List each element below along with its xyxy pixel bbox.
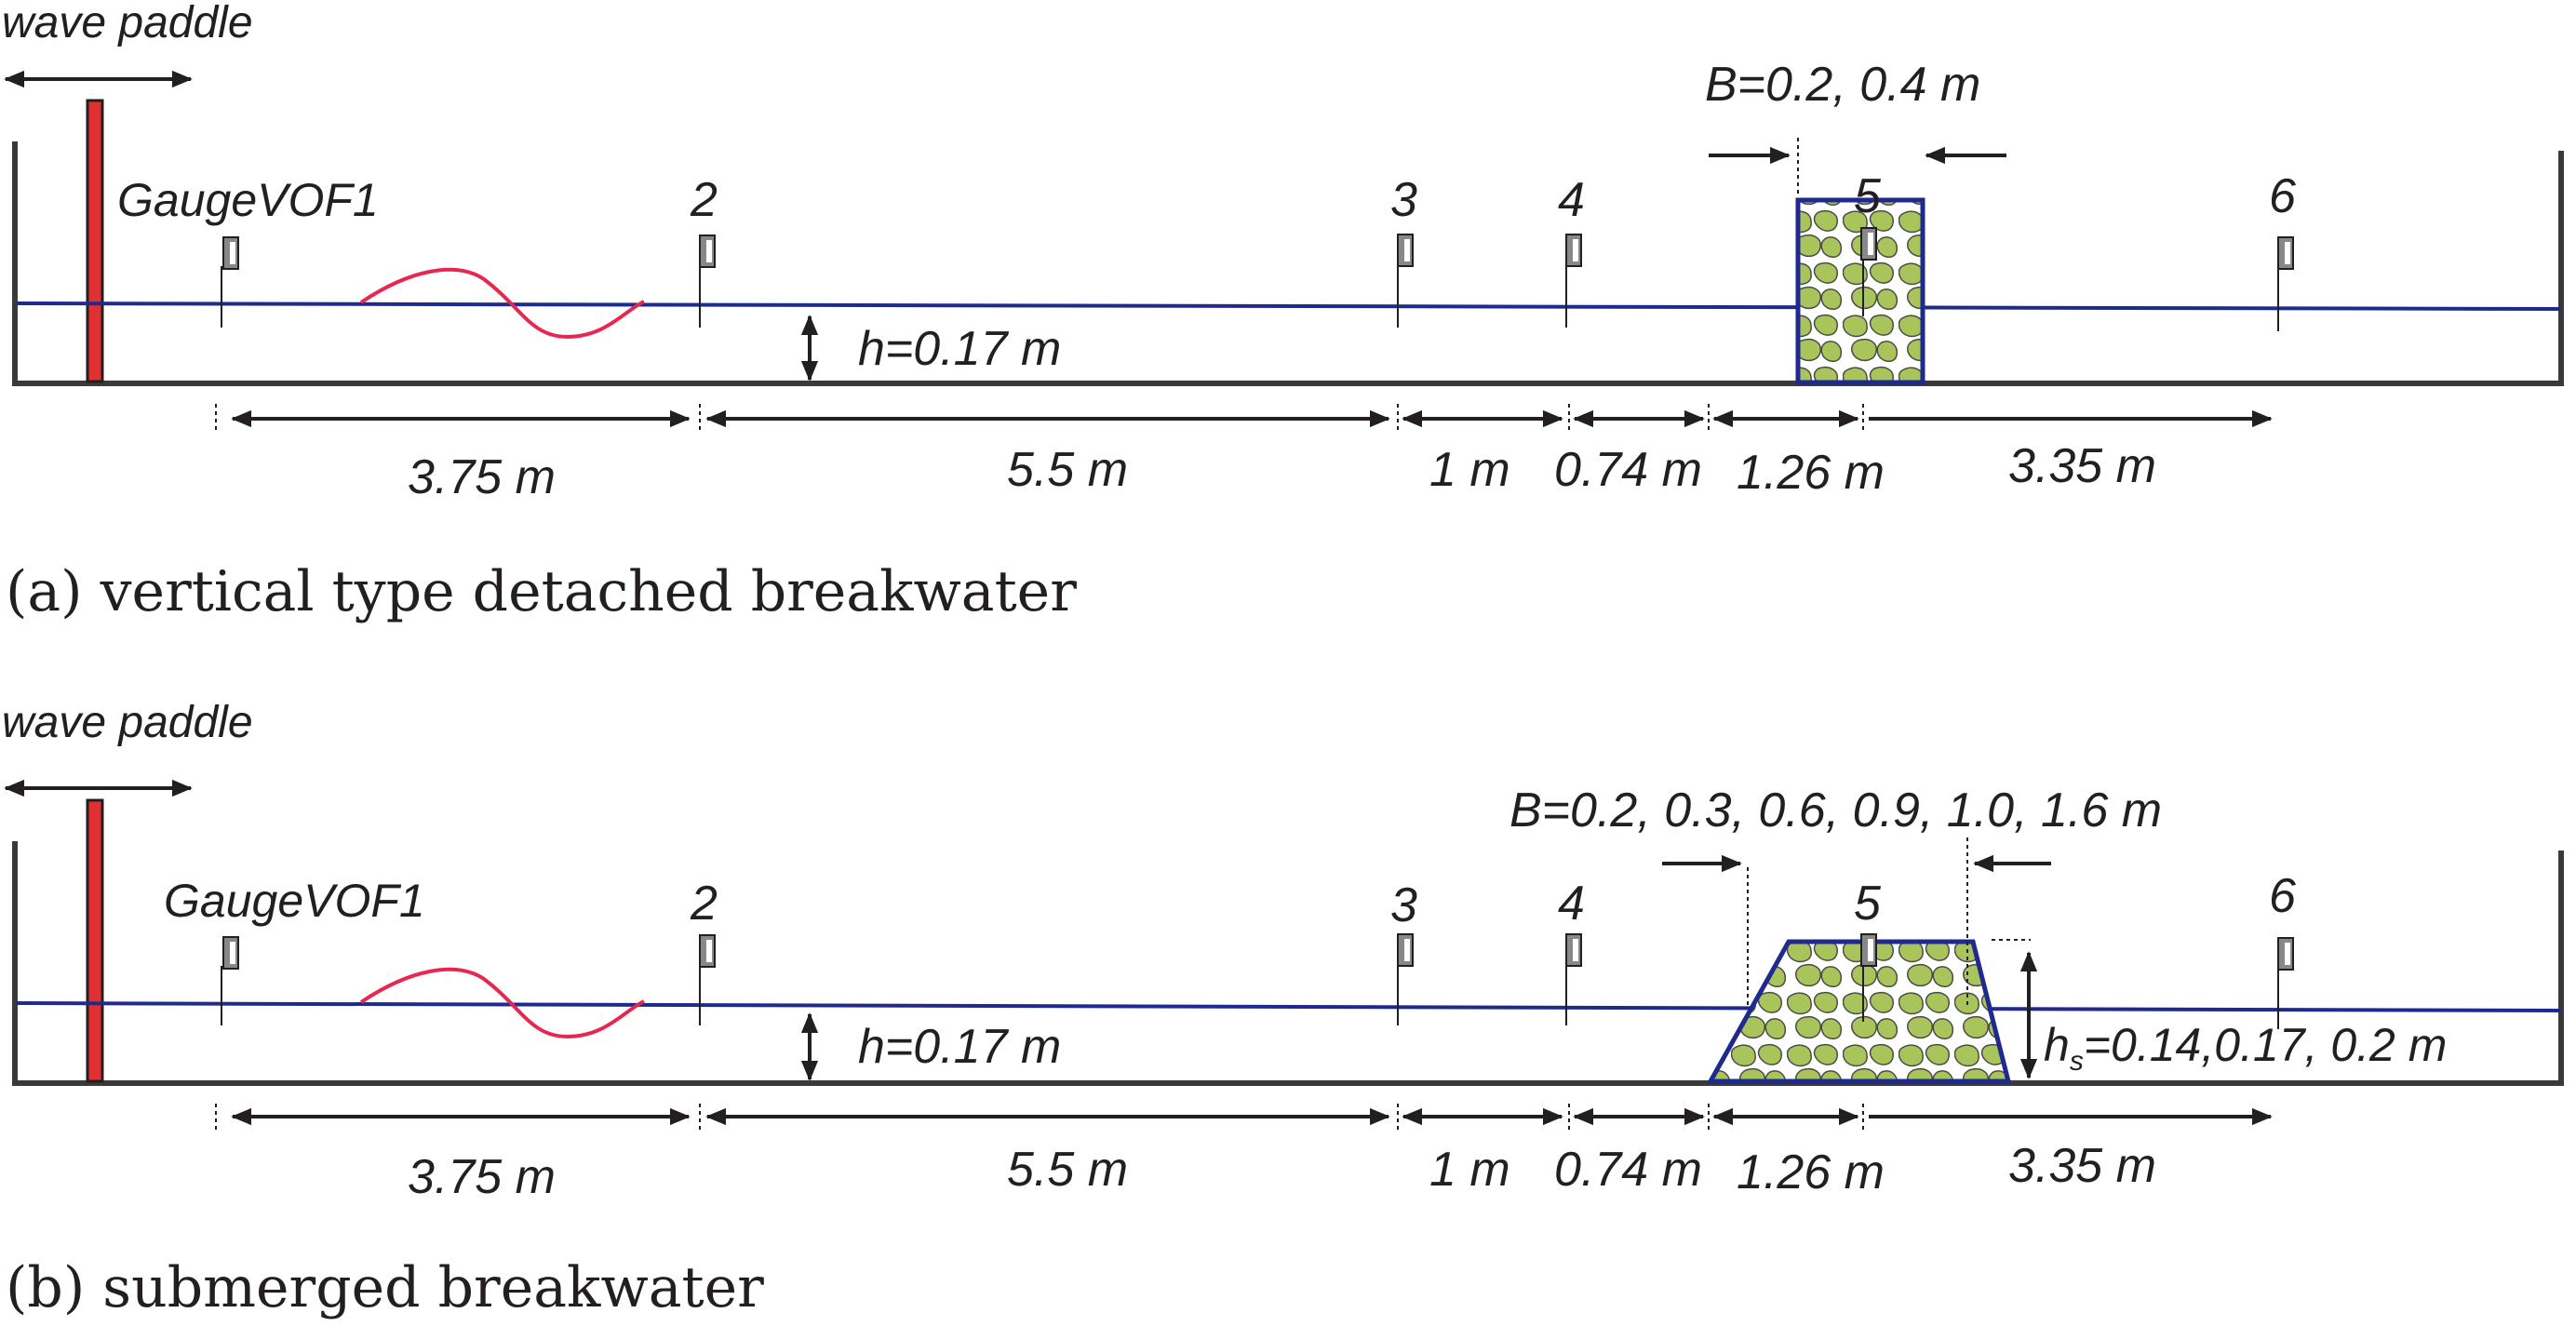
gauge-3-label: 3 <box>1390 878 1417 932</box>
vertical-breakwater <box>1795 197 1925 385</box>
gauge-6-label: 6 <box>2269 169 2296 223</box>
wave-paddle <box>86 99 104 383</box>
height-values: =0.14,0.17, 0.2 m <box>2084 1019 2448 1071</box>
gauge-4-label: 4 <box>1558 877 1585 931</box>
gauge-1 <box>221 236 239 328</box>
gauge-2 <box>699 934 716 1025</box>
gauge-5 <box>1860 227 1877 316</box>
panel-b: wave paddle GaugeVOF1 2 3 4 <box>2 698 2564 1320</box>
gauge-1 <box>221 936 239 1025</box>
flume-tank <box>12 841 2564 1086</box>
distance-1: 3.75 m <box>408 1150 556 1204</box>
distance-2: 5.5 m <box>1007 443 1128 497</box>
breakwater-width-label: B=0.2, 0.3, 0.6, 0.9, 1.0, 1.6 m <box>1509 784 2162 837</box>
gauge-4 <box>1565 234 1582 328</box>
gauge-5 <box>1860 933 1877 1022</box>
gauge-3-label: 3 <box>1390 173 1417 227</box>
distance-3: 1 m <box>1429 443 1510 497</box>
panel-a: wave paddle GaugeVOF1 2 3 <box>2 0 2564 624</box>
height-symbol: h <box>2044 1019 2070 1071</box>
gauge-3 <box>1397 933 1414 1025</box>
gauge-4-label: 4 <box>1558 173 1585 227</box>
distance-5: 1.26 m <box>1737 1145 1885 1199</box>
height-label: hs=0.14,0.17, 0.2 m <box>2044 1019 2447 1077</box>
caption-b: (b) submerged breakwater <box>6 1255 764 1320</box>
distance-dimensions <box>215 404 2273 434</box>
gauge-2-label: 2 <box>690 173 718 227</box>
distance-5: 1.26 m <box>1737 446 1885 500</box>
distance-3: 1 m <box>1429 1143 1510 1197</box>
depth-label: h=0.17 m <box>858 322 1061 376</box>
distance-1: 3.75 m <box>408 450 556 504</box>
gauge-1-label: GaugeVOF1 <box>117 174 379 226</box>
gauge-2-label: 2 <box>690 877 718 931</box>
gauge-5-label: 5 <box>1854 877 1882 931</box>
gauge-6-label: 6 <box>2269 869 2296 923</box>
gauge-3 <box>1397 234 1414 328</box>
gauge-6 <box>2277 236 2294 331</box>
gauge-4 <box>1565 933 1582 1025</box>
distance-2: 5.5 m <box>1007 1143 1128 1197</box>
water-surface <box>16 301 2562 311</box>
incident-wave <box>359 267 645 340</box>
wave-paddle-label: wave paddle <box>2 698 253 747</box>
caption-a: (a) vertical type detached breakwater <box>6 559 1077 624</box>
distance-4: 0.74 m <box>1554 1143 1702 1197</box>
incident-wave <box>359 967 645 1039</box>
submerged-breakwater <box>1706 939 2012 1084</box>
distance-6: 3.35 m <box>2008 439 2156 493</box>
gauge-6 <box>2277 937 2294 1029</box>
wave-paddle-label: wave paddle <box>2 0 253 47</box>
distance-dimensions <box>215 1104 2273 1133</box>
gauge-2 <box>699 234 716 328</box>
gauge-5-label: 5 <box>1854 169 1882 223</box>
breakwater-width-label: B=0.2, 0.4 m <box>1705 58 1980 112</box>
distance-6: 3.35 m <box>2008 1139 2156 1193</box>
wave-paddle <box>86 798 104 1083</box>
depth-label: h=0.17 m <box>858 1020 1061 1074</box>
height-subscript: s <box>2070 1046 2084 1077</box>
water-surface <box>16 1001 2562 1012</box>
flume-tank <box>12 141 2564 386</box>
gauge-1-label: GaugeVOF1 <box>164 875 425 927</box>
distance-4: 0.74 m <box>1554 443 1702 497</box>
